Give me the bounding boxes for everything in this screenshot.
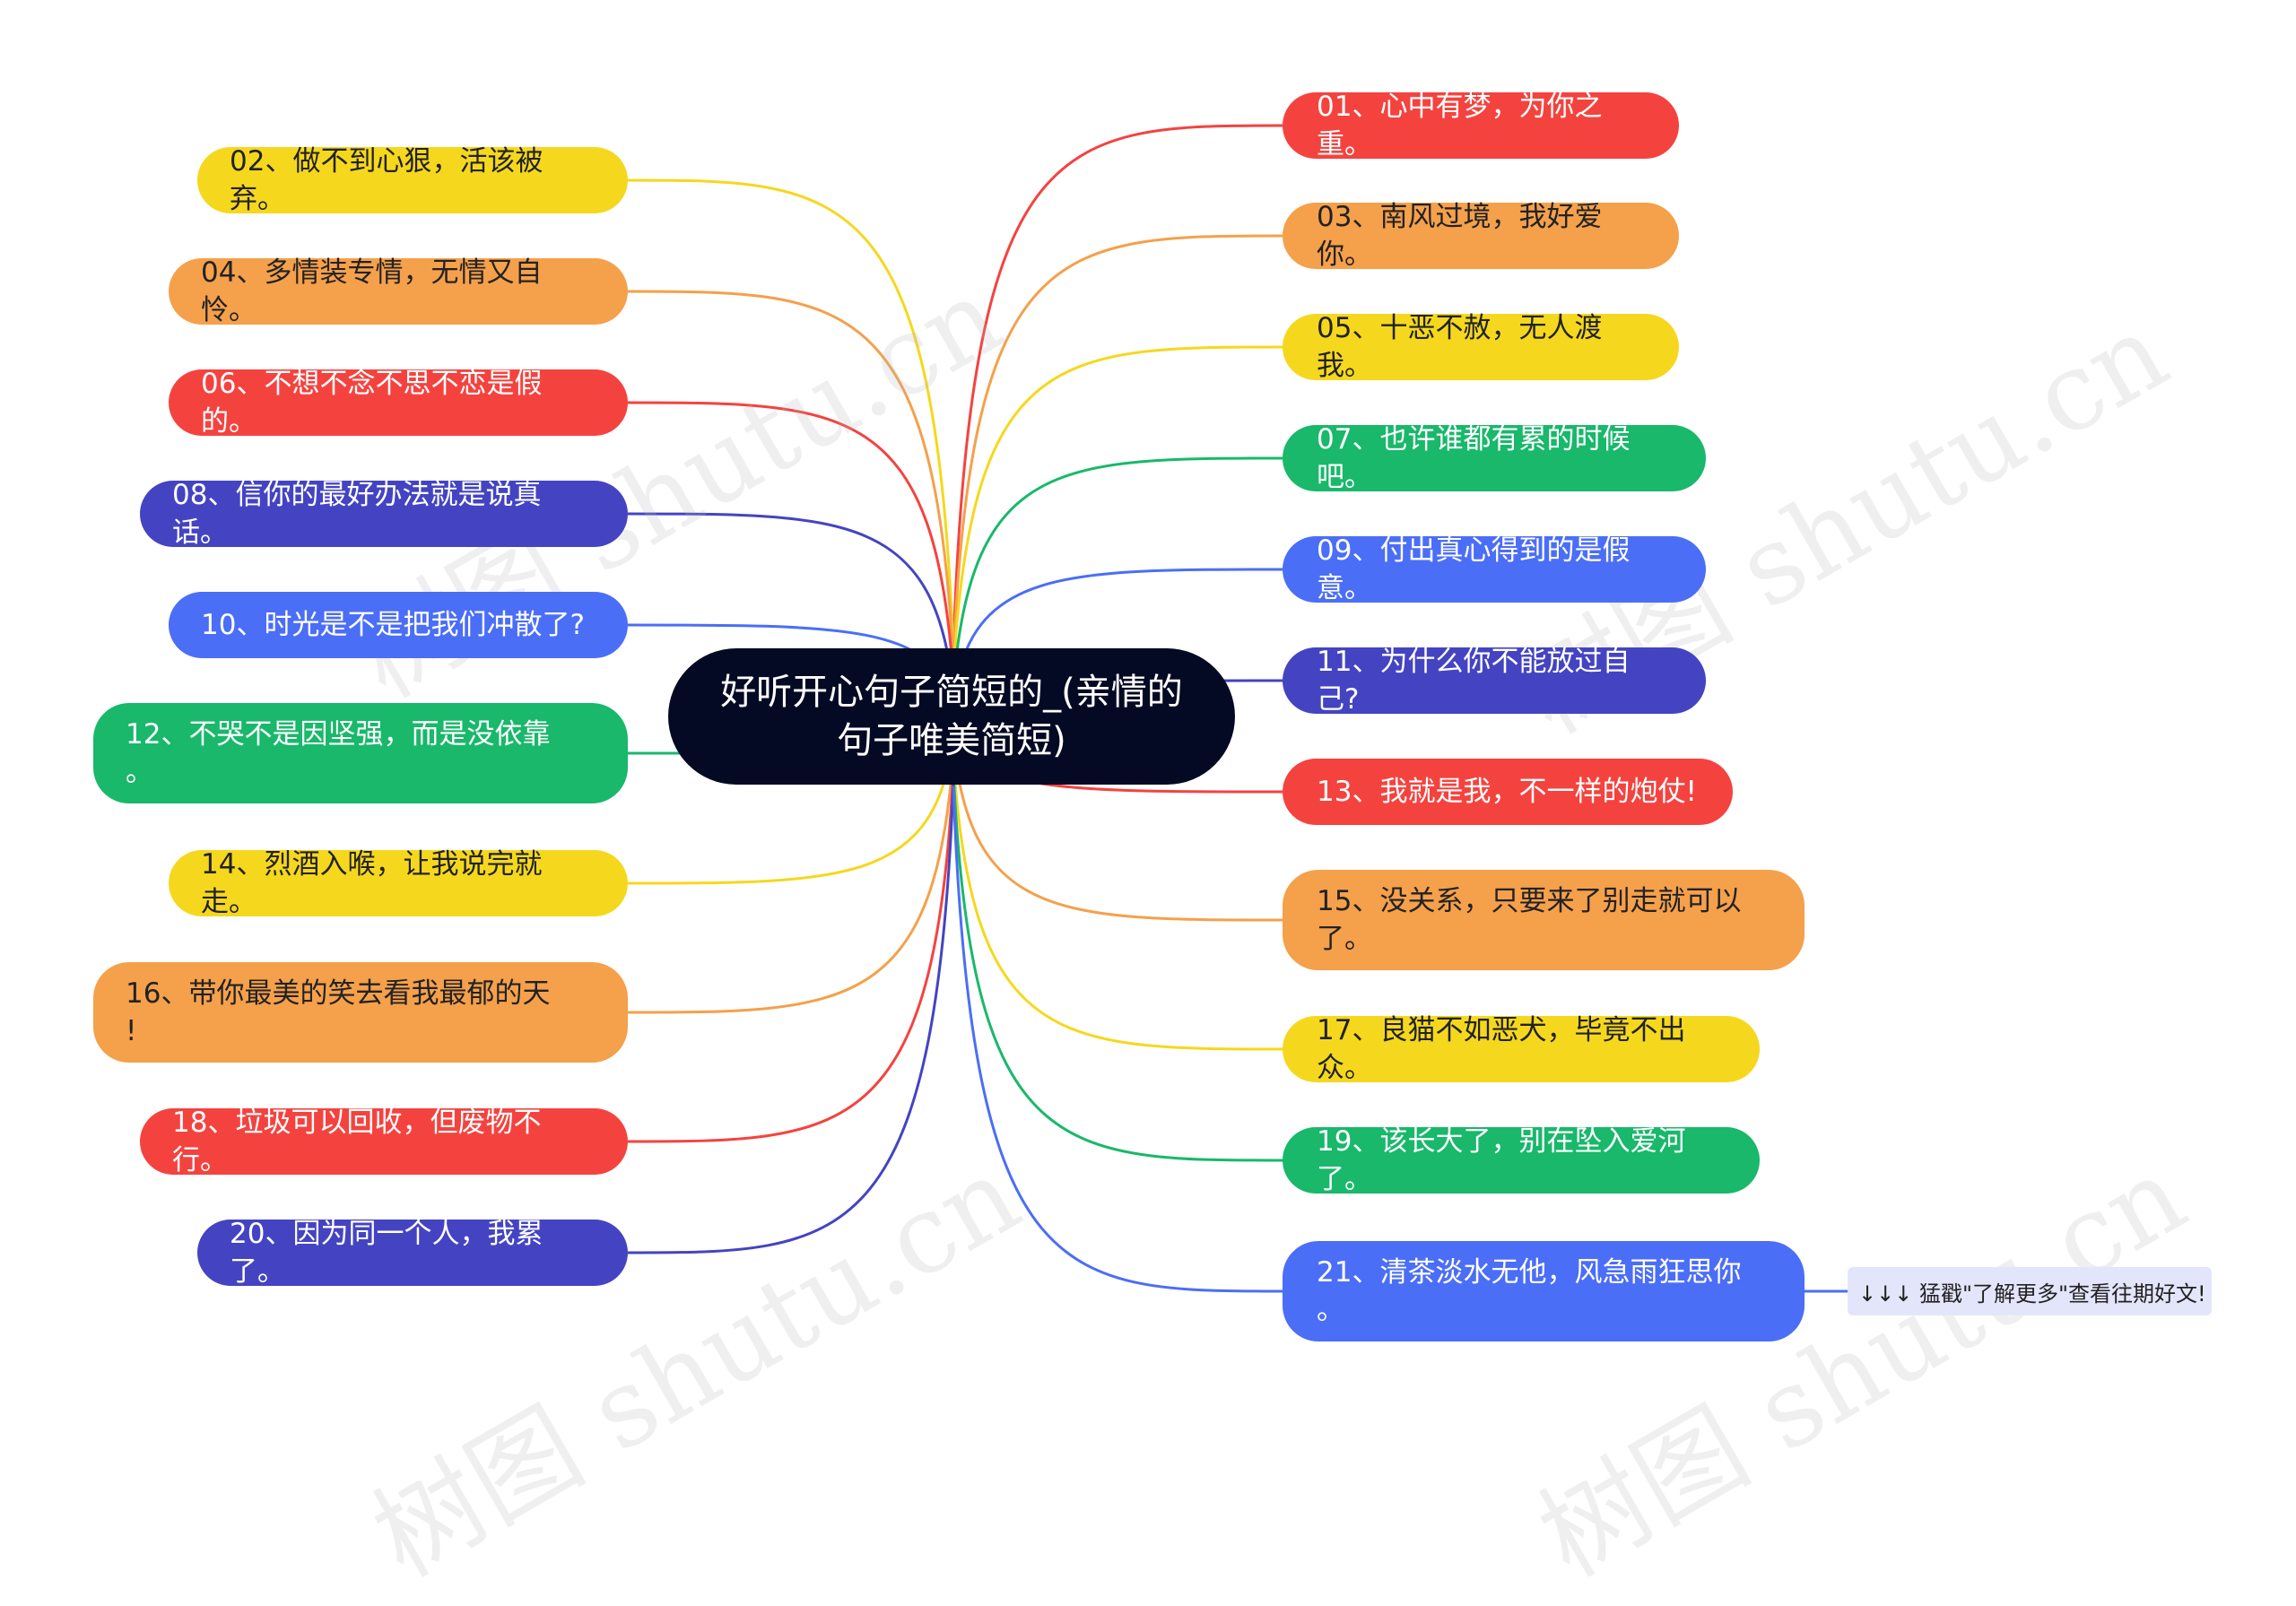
branch-label: 08、信你的最好办法就是说真话。 xyxy=(172,479,542,549)
branch-label: 02、做不到心狠，活该被弃。 xyxy=(230,145,544,215)
branch-node-07[interactable]: 07、也许谁都有累的时候吧。 xyxy=(1283,423,1706,493)
branch-node-03[interactable]: 03、南风过境，我好爱你。 xyxy=(1283,201,1679,271)
branch-label: 18、垃圾可以回收，但废物不行。 xyxy=(172,1107,542,1176)
branch-label: 21、清茶淡水无他，风急雨狂思你 。 xyxy=(1317,1256,1742,1326)
branch-node-21[interactable]: 21、清茶淡水无他，风急雨狂思你 。 xyxy=(1283,1241,1805,1341)
branch-node-04[interactable]: 04、多情装专情，无情又自怜。 xyxy=(169,256,628,326)
branch-node-16[interactable]: 16、带你最美的笑去看我最郁的天 ! xyxy=(93,962,628,1063)
connector-n03 xyxy=(952,234,1283,660)
branch-node-15[interactable]: 15、没关系，只要来了别走就可以 了。 xyxy=(1283,870,1805,970)
branch-label: 19、该长大了，别在坠入爱河了。 xyxy=(1317,1125,1686,1195)
connector-n07 xyxy=(952,456,1283,687)
connector-n17 xyxy=(952,757,1283,1051)
branch-node-20[interactable]: 20、因为同一个人，我累了。 xyxy=(197,1218,628,1288)
branch-label: 15、没关系，只要来了别走就可以 了。 xyxy=(1317,885,1742,955)
branch-label: 13、我就是我，不一样的炮仗! xyxy=(1317,776,1697,808)
connector-n15 xyxy=(952,741,1283,922)
branch-label: 03、南风过境，我好爱你。 xyxy=(1317,201,1603,271)
branch-label: 10、时光是不是把我们冲散了? xyxy=(201,609,585,641)
connector-n04 xyxy=(627,290,955,667)
connector-n05 xyxy=(952,345,1283,673)
more-articles-note[interactable]: ↓↓↓ 猛戳"了解更多"查看往期好文! xyxy=(1848,1267,2212,1315)
connector-n06 xyxy=(627,401,955,680)
branch-label: 17、良猫不如恶犬，毕竟不出众。 xyxy=(1317,1014,1686,1084)
branch-node-10[interactable]: 10、时光是不是把我们冲散了? xyxy=(169,592,628,658)
connector-n14 xyxy=(627,737,955,885)
branch-node-18[interactable]: 18、垃圾可以回收，但废物不行。 xyxy=(140,1107,628,1176)
connector-n19 xyxy=(952,770,1283,1162)
branch-label: 09、付出真心得到的是假意。 xyxy=(1317,534,1631,604)
connector-n18 xyxy=(627,768,955,1143)
branch-node-09[interactable]: 09、付出真心得到的是假意。 xyxy=(1283,534,1706,604)
branch-label: 07、也许谁都有累的时候吧。 xyxy=(1317,423,1631,493)
branch-label: 14、烈酒入喉，让我说完就走。 xyxy=(201,848,543,918)
branch-label: 20、因为同一个人，我累了。 xyxy=(230,1218,544,1288)
branch-node-13[interactable]: 13、我就是我，不一样的炮仗! xyxy=(1283,759,1733,825)
branch-label: 04、多情装专情，无情又自怜。 xyxy=(201,256,543,326)
branch-node-06[interactable]: 06、不想不念不思不恋是假的。 xyxy=(169,368,628,438)
branch-label: 12、不哭不是因坚强，而是没依靠 。 xyxy=(126,718,551,788)
branch-node-17[interactable]: 17、良猫不如恶犬，毕竟不出众。 xyxy=(1283,1014,1760,1084)
root-topic[interactable]: 好听开心句子简短的_(亲情的句子唯美简短) xyxy=(668,648,1235,785)
connector-n08 xyxy=(627,512,955,693)
branch-label: 16、带你最美的笑去看我最郁的天 ! xyxy=(126,977,551,1047)
branch-node-08[interactable]: 08、信你的最好办法就是说真话。 xyxy=(140,479,628,549)
branch-node-05[interactable]: 05、十恶不赦，无人渡我。 xyxy=(1283,312,1679,382)
branch-node-19[interactable]: 19、该长大了，别在坠入爱河了。 xyxy=(1283,1125,1760,1195)
branch-node-12[interactable]: 12、不哭不是因坚强，而是没依靠 。 xyxy=(93,703,628,803)
connector-n16 xyxy=(627,752,955,1014)
connector-n20 xyxy=(627,781,955,1254)
connector-n01 xyxy=(952,124,1283,647)
branch-label: 05、十恶不赦，无人渡我。 xyxy=(1317,312,1603,382)
branch-node-11[interactable]: 11、为什么你不能放过自己? xyxy=(1283,646,1706,716)
connector-n02 xyxy=(627,178,955,654)
branch-node-14[interactable]: 14、烈酒入喉，让我说完就走。 xyxy=(169,848,628,918)
branch-label: 06、不想不念不思不恋是假的。 xyxy=(201,368,543,438)
branch-label: 11、为什么你不能放过自己? xyxy=(1317,646,1631,716)
connector-n21 xyxy=(952,786,1283,1293)
mindmap-canvas: 树图 shutu.cn 树图 shutu.cn 树图 shutu.cn 树图 s… xyxy=(93,91,2212,1601)
branch-node-02[interactable]: 02、做不到心狠，活该被弃。 xyxy=(197,145,628,215)
branch-label: 01、心中有梦，为你之重。 xyxy=(1317,91,1603,161)
branch-node-01[interactable]: 01、心中有梦，为你之重。 xyxy=(1283,91,1679,161)
